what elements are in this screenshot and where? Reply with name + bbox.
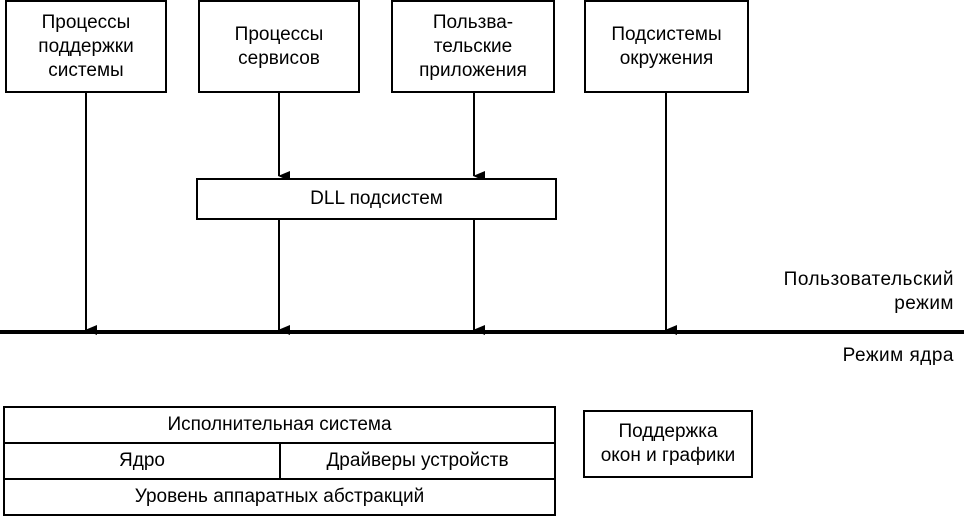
- device-drivers-label: Драйверы устройств: [326, 450, 509, 471]
- user-applications-box: Пользва- тельские приложения: [391, 0, 555, 93]
- kernel-cell: Ядро: [3, 442, 281, 480]
- hal-cell: Уровень аппаратных абстракций: [3, 478, 556, 516]
- service-processes-box: Процессы сервисов: [198, 0, 360, 93]
- service-processes-label: Процессы сервисов: [234, 23, 324, 69]
- executive-cell: Исполнительная система: [3, 406, 556, 444]
- user-mode-label: Пользовательский режим: [783, 269, 954, 314]
- hal-label: Уровень аппаратных абстракций: [134, 486, 425, 507]
- kernel-label: Ядро: [119, 450, 165, 471]
- executive-label: Исполнительная система: [167, 414, 392, 435]
- environment-subsystems-label: Подсистемы окружения: [611, 23, 722, 69]
- kernel-stack: Исполнительная система Ядро Драйверы уст…: [3, 406, 556, 516]
- windowing-graphics-label: Поддержка окон и графики: [600, 421, 736, 466]
- user-applications-label: Пользва- тельские приложения: [419, 11, 527, 81]
- subsystem-dll-label: DLL подсистем: [310, 188, 443, 209]
- kernel-mode-label: Режим ядра: [842, 345, 954, 366]
- windowing-graphics-box: Поддержка окон и графики: [583, 410, 753, 478]
- system-support-processes-label: Процессы поддержки системы: [38, 11, 134, 81]
- subsystem-dll-box: DLL подсистем: [196, 178, 557, 220]
- environment-subsystems-box: Подсистемы окружения: [584, 0, 749, 93]
- device-drivers-cell: Драйверы устройств: [279, 442, 556, 480]
- system-support-processes-box: Процессы поддержки системы: [5, 0, 167, 93]
